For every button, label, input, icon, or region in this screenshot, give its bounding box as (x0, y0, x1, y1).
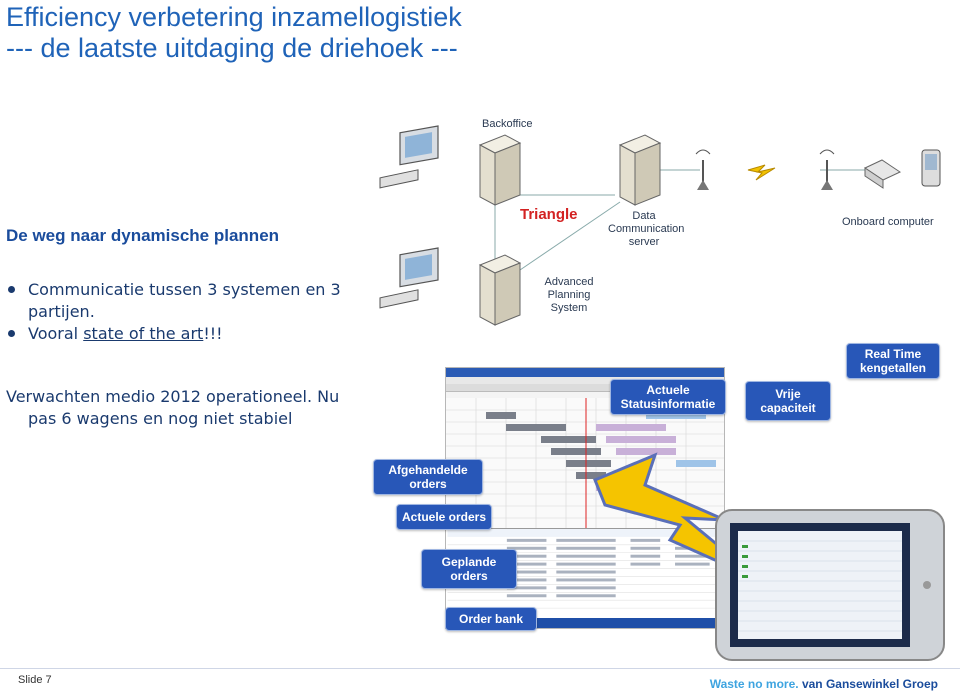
brand-tagline: Waste no more. (709, 677, 799, 691)
aps-line: System (550, 302, 588, 314)
title-line-2: --- de laatste uitdaging de driehoek --- (6, 33, 458, 63)
monitor-icon (379, 125, 439, 189)
server-icon (478, 134, 522, 206)
subheading: De weg naar dynamische plannen (6, 226, 280, 245)
backoffice-label: Backoffice (482, 118, 533, 130)
data-server-line: Communication (608, 223, 685, 235)
slide-number: Slide 7 (18, 674, 52, 686)
onboard-label: Onboard computer (842, 216, 934, 228)
footer-divider (0, 668, 960, 669)
screenshot-titlebar (446, 368, 724, 377)
onboard-device-icon (863, 149, 941, 189)
network-diagram (379, 125, 941, 326)
callout-line: capaciteit (760, 401, 816, 415)
bullet-item: Vooral state of the art!!! (6, 323, 346, 345)
bullet-underlined: state of the art (83, 324, 204, 343)
brand-name: van Gansewinkel Groep (801, 677, 938, 691)
screenshot-menubar (446, 377, 724, 384)
triangle-label: Triangle (520, 206, 578, 223)
slide-title: Efficiency verbetering inzamellogistiek … (6, 2, 462, 64)
aps-line: Planning (547, 289, 591, 301)
callout-line: Statusinformatie (620, 397, 716, 411)
server-icon (618, 134, 662, 206)
screenshot-toolbar (446, 384, 724, 392)
monitor-icon (379, 247, 439, 309)
bullet-list: Communicatie tussen 3 systemen en 3 part… (6, 279, 346, 345)
onboard-tablet-icon (715, 509, 945, 661)
bullet-suffix: !!! (203, 324, 223, 343)
callout-line: orders (450, 569, 488, 583)
lightning-icon (747, 164, 776, 181)
callout-line: Actuele orders (401, 510, 487, 524)
body-text: Verwachten medio 2012 operationeel. Nu p… (6, 386, 351, 430)
callout-line: Geplande (441, 555, 497, 569)
callout-actuele-orders: Actuele orders (396, 504, 492, 530)
antenna-icon (695, 149, 711, 190)
callout-line: Vrije (775, 387, 801, 401)
callout-line: Afgehandelde (388, 463, 468, 477)
data-server-line: server (628, 236, 660, 248)
data-server-label: Data Communication server (608, 210, 685, 249)
callout-line: Order bank (458, 612, 524, 626)
body-line-1: Verwachten medio 2012 operationeel. Nu (6, 387, 340, 406)
antenna-icon (819, 149, 835, 190)
bullet-text: Communicatie tussen 3 systemen en 3 part… (28, 280, 341, 321)
title-line-1: Efficiency verbetering inzamellogistiek (6, 2, 462, 32)
callout-line: kengetallen (859, 361, 927, 375)
callout-line: orders (409, 477, 447, 491)
data-server-line: Data (632, 210, 656, 222)
brand-logo: Waste no more. van Gansewinkel Groep (710, 677, 938, 691)
callout-line: Real Time (864, 347, 922, 361)
callout-line: Actuele (646, 383, 690, 397)
screenshot-taskbar (446, 618, 724, 628)
aps-label: Advanced Planning System (544, 276, 594, 315)
bullet-prefix: Vooral (28, 324, 84, 343)
aps-line: Advanced (544, 276, 594, 288)
bullet-item: Communicatie tussen 3 systemen en 3 part… (6, 279, 346, 323)
callout-order-bank: Order bank (445, 607, 537, 631)
server-icon (478, 254, 522, 326)
body-line-2: pas 6 wagens en nog niet stabiel (28, 409, 293, 428)
